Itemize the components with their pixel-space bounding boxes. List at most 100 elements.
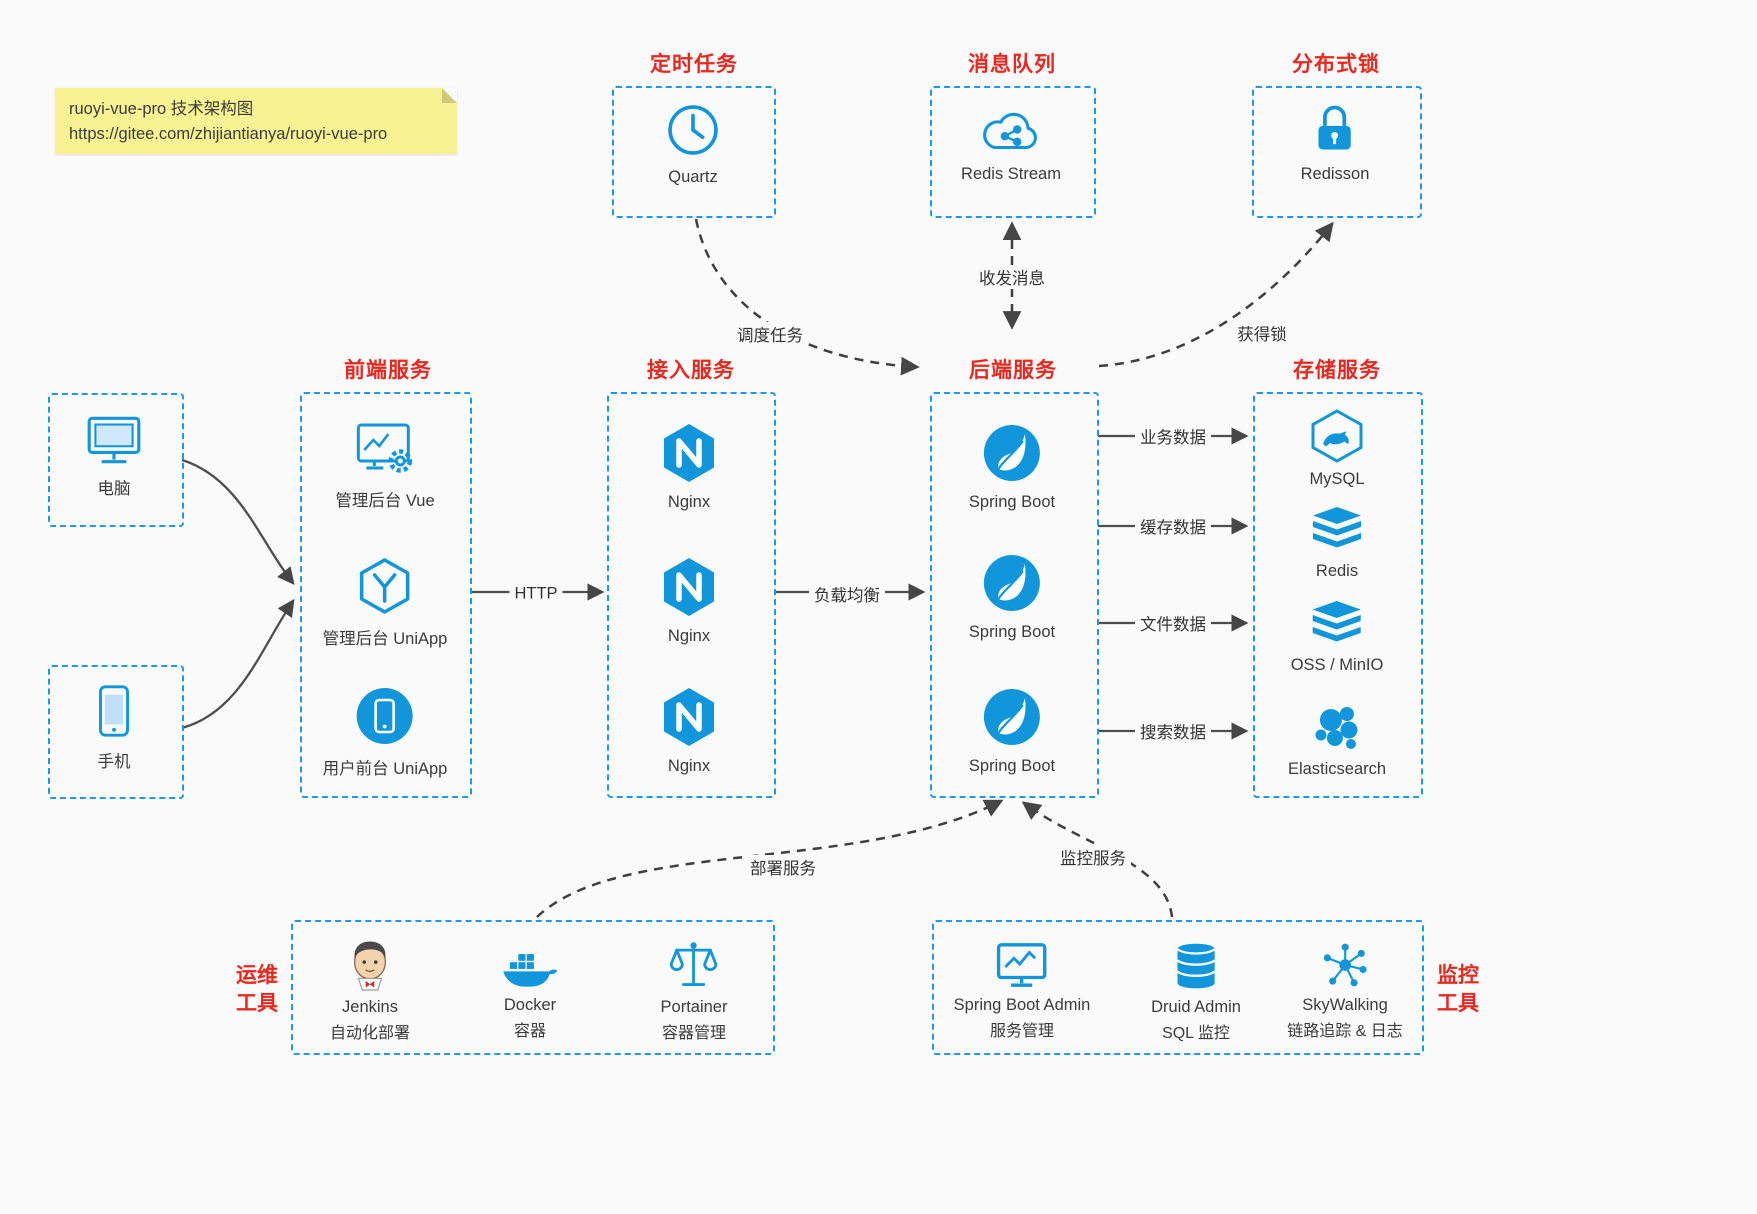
node-desc: 自动化部署 xyxy=(329,1025,411,1042)
redis-stream-cloud-icon xyxy=(977,104,1045,156)
edge-label-business-data: 业务数据 xyxy=(1135,424,1211,448)
node-user-uniapp: 用户前台 UniApp xyxy=(322,686,448,779)
clock-icon xyxy=(664,101,722,159)
node-label: Jenkins xyxy=(342,998,398,1016)
note-url: https://gitee.com/zhijiantianya/ruoyi-vu… xyxy=(69,124,388,143)
scheduler-box xyxy=(612,86,776,218)
node-label: 用户前台 UniApp xyxy=(322,760,448,778)
node-admin-uniapp: 管理后台 UniApp xyxy=(322,556,448,649)
node-label: Nginx xyxy=(667,627,711,645)
node-label: 电脑 xyxy=(97,480,131,498)
edge-label-http: HTTP xyxy=(509,584,563,604)
edge-label-message: 收发消息 xyxy=(974,265,1050,289)
node-label: Spring Boot xyxy=(968,623,1056,641)
node-docker: Docker 容器 xyxy=(499,944,561,1041)
node-desc: 链路追踪 & 日志 xyxy=(1287,1023,1403,1040)
node-desc: SQL 监控 xyxy=(1162,1025,1230,1042)
node-label: Quartz xyxy=(668,168,718,186)
node-nginx-1: Nginx xyxy=(660,422,718,512)
node-label: 管理后台 UniApp xyxy=(322,630,448,648)
node-label: 手机 xyxy=(97,753,131,771)
node-label: Elasticsearch xyxy=(1287,760,1387,778)
node-label: OSS / MinIO xyxy=(1290,656,1384,674)
node-oss-minio: OSS / MinIO xyxy=(1290,600,1384,675)
node-label: Spring Boot xyxy=(968,493,1056,511)
node-label: Redisson xyxy=(1300,165,1370,183)
nginx-icon xyxy=(660,686,718,748)
note-fold-corner xyxy=(442,88,457,103)
node-label: Redis xyxy=(1315,562,1359,580)
node-label: Nginx xyxy=(667,493,711,511)
edge-label-monitor: 监控服务 xyxy=(1055,845,1131,869)
edge-label-cache-data: 缓存数据 xyxy=(1135,514,1211,538)
node-pc: 电脑 xyxy=(83,412,145,499)
oss-stack-icon xyxy=(1309,600,1365,648)
node-label: SkyWalking xyxy=(1302,996,1388,1014)
node-redisson: Redisson xyxy=(1300,100,1370,184)
node-phone: 手机 xyxy=(95,683,133,772)
spring-boot-admin-icon xyxy=(993,940,1051,990)
admin-vue-icon xyxy=(353,420,417,478)
storage-box xyxy=(1253,392,1423,798)
skywalking-network-icon xyxy=(1318,940,1372,990)
node-label: Druid Admin xyxy=(1151,998,1241,1016)
ops-tools-title: 运维 工具 xyxy=(236,962,278,1019)
group-title-lock: 分布式锁 xyxy=(1292,53,1380,76)
druid-database-icon xyxy=(1171,940,1221,992)
node-nginx-2: Nginx xyxy=(660,556,718,646)
node-elasticsearch: Elasticsearch xyxy=(1288,702,1386,779)
group-title-storage: 存储服务 xyxy=(1293,359,1381,382)
node-portainer: Portainer 容器管理 xyxy=(661,938,727,1043)
node-desc: 容器 xyxy=(513,1023,546,1040)
ops-tools-box xyxy=(291,920,775,1055)
node-spring-boot-3: Spring Boot xyxy=(969,686,1055,776)
ops-title-line1: 运维 xyxy=(236,964,278,987)
mq-box xyxy=(930,86,1096,218)
node-desc: 服务管理 xyxy=(989,1023,1055,1040)
nginx-icon xyxy=(660,422,718,484)
group-title-mq: 消息队列 xyxy=(968,53,1056,76)
edge-label-file-data: 文件数据 xyxy=(1135,611,1211,635)
frontend-box xyxy=(300,392,472,798)
group-title-scheduler: 定时任务 xyxy=(650,53,738,76)
gateway-box xyxy=(607,392,776,798)
edge-label-load-balance: 负载均衡 xyxy=(809,582,885,606)
backend-box xyxy=(930,392,1099,798)
node-label: 管理后台 Vue xyxy=(335,492,435,510)
user-uniapp-circle-icon xyxy=(355,686,415,746)
title-note: ruoyi-vue-pro 技术架构图 https://gitee.com/zh… xyxy=(55,88,457,154)
edge-label-deploy: 部署服务 xyxy=(745,855,821,879)
elasticsearch-icon xyxy=(1309,702,1365,754)
node-redis-stream: Redis Stream xyxy=(961,104,1061,184)
node-desc: 容器管理 xyxy=(661,1025,727,1042)
node-spring-boot-1: Spring Boot xyxy=(969,422,1055,512)
node-label: Docker xyxy=(503,996,557,1014)
jenkins-icon xyxy=(345,938,395,992)
redis-stack-icon xyxy=(1309,506,1365,554)
spring-boot-icon xyxy=(981,552,1043,614)
docker-icon xyxy=(499,944,561,990)
pc-box xyxy=(48,393,184,527)
node-quartz: Quartz xyxy=(664,101,722,187)
node-label: MySQL xyxy=(1309,470,1365,488)
mysql-icon xyxy=(1307,408,1367,464)
lock-box xyxy=(1252,86,1422,218)
monitoring-title-line1: 监控 xyxy=(1437,964,1479,987)
monitoring-tools-box xyxy=(932,920,1424,1055)
node-label: Spring Boot Admin xyxy=(953,996,1091,1014)
node-skywalking: SkyWalking 链路追踪 & 日志 xyxy=(1287,940,1403,1041)
node-label: Redis Stream xyxy=(961,165,1061,183)
node-nginx-3: Nginx xyxy=(660,686,718,776)
uniapp-hexagon-icon xyxy=(355,556,415,616)
spring-boot-icon xyxy=(981,686,1043,748)
phone-icon xyxy=(95,683,133,739)
edge-label-schedule: 调度任务 xyxy=(732,322,808,346)
note-title: ruoyi-vue-pro 技术架构图 xyxy=(69,100,254,118)
node-spring-boot-admin: Spring Boot Admin 服务管理 xyxy=(953,940,1091,1041)
spring-boot-icon xyxy=(981,422,1043,484)
node-mysql: MySQL xyxy=(1307,408,1367,489)
monitoring-title-line2: 工具 xyxy=(1437,992,1479,1016)
edge-lock xyxy=(1098,221,1334,368)
